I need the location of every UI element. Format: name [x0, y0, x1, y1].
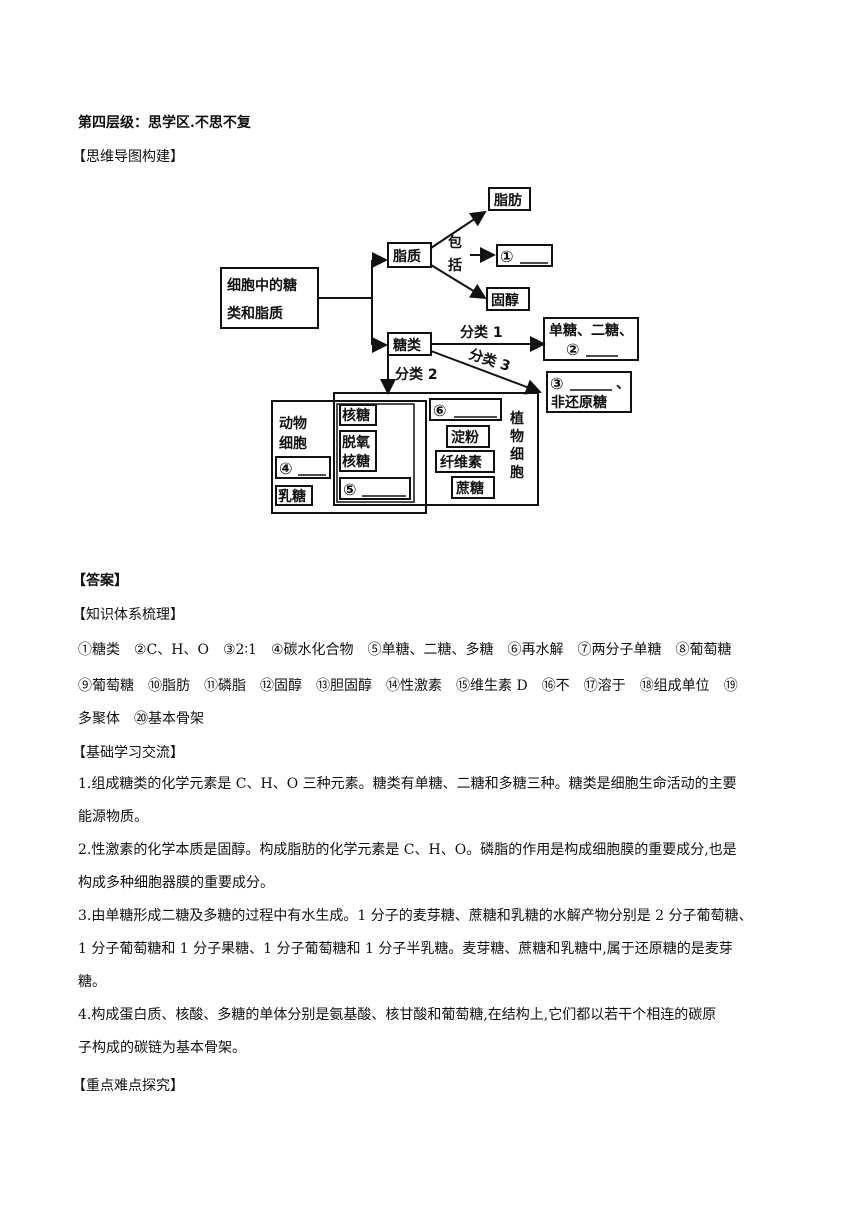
sterol-label: 固醇: [491, 292, 519, 309]
answer-item: ⑱组成单位: [639, 678, 710, 694]
answer-item: ③2∶1: [222, 642, 257, 658]
blank6-label: ⑥: [433, 401, 447, 420]
answer-item: ⑫固醇: [260, 678, 302, 694]
answer-item: 多聚体: [78, 711, 120, 727]
blank4-label: ④: [279, 459, 293, 478]
root-label-2: 类和脂质: [227, 305, 283, 322]
plant-label-4: 胞: [509, 464, 524, 481]
blank5-box: [339, 477, 411, 500]
class1-box: [543, 317, 639, 361]
key-heading: 【重点难点探究】: [72, 1078, 184, 1094]
mono-di-label: 单糖、二糖、: [549, 322, 633, 339]
knowledge-heading: 【知识体系梳理】: [72, 607, 184, 623]
sugar-label: 糖类: [393, 337, 422, 354]
answer-item: ⑬胆固醇: [316, 678, 372, 694]
answer-item: ⑭性激素: [386, 678, 442, 694]
basic-heading: 【基础学习交流】: [72, 745, 184, 761]
answer-item: ⑪磷脂: [204, 678, 246, 694]
mind-map-diagram: 细胞中的糖 类和脂质 脂质 包 括 脂肪 ① 固醇 糖类 分类 1 分类 3 分…: [220, 187, 639, 514]
animal-label-1: 动物: [279, 415, 307, 432]
include-label-2: 括: [448, 257, 462, 274]
blank2-label: ②: [566, 340, 580, 359]
class2-label: 分类 2: [395, 366, 438, 383]
deoxy-label-1: 脱氧: [342, 434, 370, 451]
answer-item: ①糖类: [78, 642, 120, 658]
blank1-box: [496, 244, 553, 267]
answer-item: ⑦两分子单糖: [577, 642, 662, 658]
answer-item: ⑥再水解: [507, 642, 564, 658]
sterol-box: [486, 287, 530, 311]
deoxyribose-box: [339, 430, 377, 472]
answer-item: ⑤单糖、二糖、多糖: [367, 642, 494, 658]
cellulose-box: [435, 450, 495, 473]
mindmap-heading: 【思维导图构建】: [72, 149, 184, 165]
answers-line-2: ⑨葡萄糖 ⑩脂肪 ⑪磷脂 ⑫固醇 ⑬胆固醇 ⑭性激素 ⑮维生素 D ⑯不 ⑰溶于 ⑱组成单位 ⑲: [78, 675, 752, 695]
paragraph-2: 2.性激素的化学本质是固醇。构成脂肪的化学元素是 C、H、O。磷脂的作用是构成细…: [78, 842, 737, 891]
deoxy-label-2: 核糖: [342, 453, 370, 470]
answers-line-1: ①糖类 ②C、H、O ③2∶1 ④碳水化合物 ⑤单糖、二糖、多糖 ⑥再水解 ⑦两分子单糖 ⑧葡…: [78, 639, 746, 659]
fat-label: 脂肪: [493, 192, 522, 209]
answer-item: ⑰溶于: [583, 678, 626, 694]
ribose-label: 核糖: [342, 407, 370, 424]
answer-item: ⑨葡萄糖: [78, 678, 134, 694]
lactose-label: 乳糖: [278, 488, 306, 505]
sucrose-label: 蔗糖: [455, 480, 484, 497]
lipid-box: [387, 242, 432, 268]
cellulose-label: 纤维素: [440, 454, 482, 471]
paragraph-4: 4.构成蛋白质、核酸、多糖的单体分别是氨基酸、核甘酸和葡萄糖,在结构上,它们都以…: [78, 1007, 717, 1056]
lactose-box: [275, 485, 313, 506]
answer-item: ②C、H、O: [134, 642, 209, 658]
starch-label: 淀粉: [451, 429, 479, 446]
fat-box: [488, 187, 531, 211]
plant-label-1: 植: [509, 410, 524, 427]
lipid-label: 脂质: [392, 248, 421, 265]
plant-cell-box: [333, 392, 539, 506]
ribose-box: [339, 404, 377, 426]
include-label-1: 包: [448, 234, 462, 251]
plant-label-2: 物: [510, 428, 524, 445]
blank6-box: [429, 398, 502, 421]
arrow-to-sterol: [430, 264, 487, 300]
answer-heading: 【答案】: [72, 573, 128, 589]
sucrose-box: [451, 476, 495, 499]
blank1-label: ①: [500, 247, 514, 266]
section-title: 第四层级：思学区.不思不复: [78, 115, 251, 131]
starch-box: [446, 425, 490, 448]
answer-item: ⑮维生素 D: [456, 678, 528, 694]
arrow-to-fat: [430, 210, 487, 249]
class3-box: [546, 371, 632, 413]
class3-label: 分类 3: [467, 346, 513, 375]
answer-item: ④碳水化合物: [270, 642, 354, 658]
answer-item: ⑲: [723, 678, 738, 694]
class1-label: 分类 1: [460, 324, 503, 341]
blank5-label: ⑤: [343, 480, 357, 499]
non-reducing-label: 非还原糖: [551, 394, 607, 411]
paragraph-3: 3.由单糖形成二糖及多糖的过程中有水生成。1 分子的麦芽糖、蔗糖和乳糖的水解产物…: [78, 908, 753, 990]
root-label-1: 细胞中的糖: [227, 277, 297, 294]
animal-label-2: 细胞: [279, 435, 307, 452]
answer-item: ⑳基本骨架: [134, 711, 204, 727]
plant-label-3: 细: [510, 446, 524, 463]
blank4-box: [275, 456, 331, 479]
answer-item: ⑩脂肪: [148, 678, 190, 694]
paragraph-1: 1.组成糖类的化学元素是 C、H、O 三种元素。糖类有单糖、二糖和多糖三种。糖类…: [78, 776, 737, 825]
answer-item: ⑧葡萄糖: [675, 642, 732, 658]
answer-item: ⑯不: [541, 678, 570, 694]
blank3-label: ③: [550, 374, 564, 393]
animal-cell-box: [271, 400, 427, 514]
comma3-label: 、: [616, 376, 630, 392]
answers-line-3: 多聚体 ⑳基本骨架: [78, 708, 218, 728]
arrow-class3: [430, 350, 542, 395]
